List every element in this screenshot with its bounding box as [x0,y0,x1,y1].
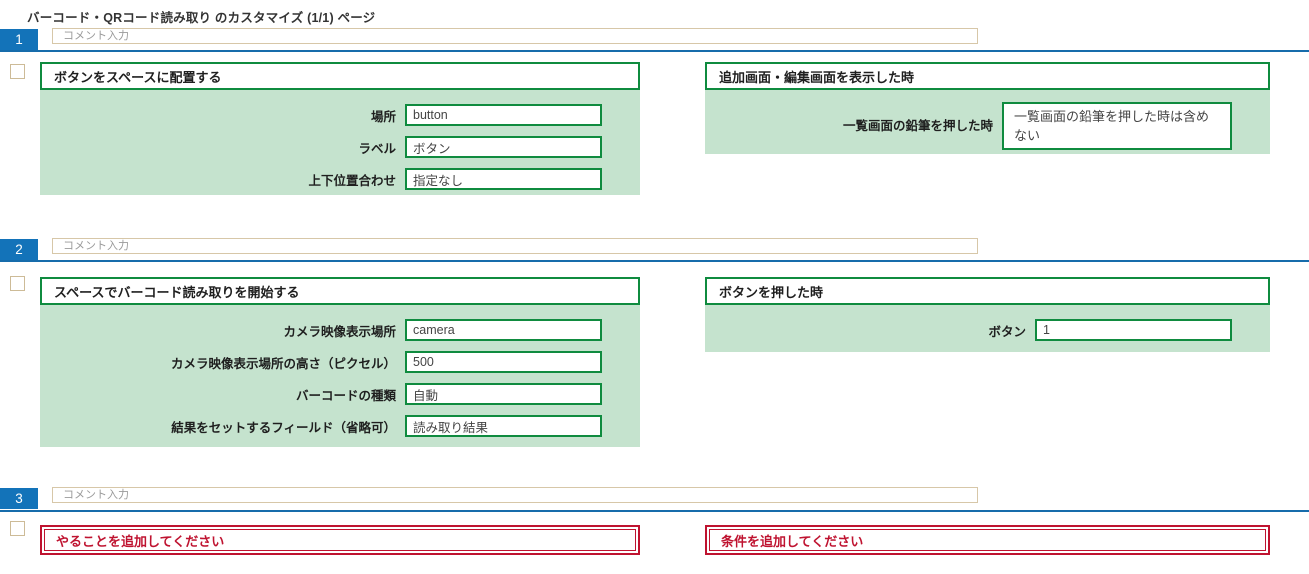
step-2-action-body: カメラ映像表示場所 カメラ映像表示場所の高さ（ピクセル） バーコードの種類 結果… [40,305,640,447]
field-row: ラベル [40,136,602,158]
step-2-condition-body: ボタン [705,305,1270,352]
step-2-condition-title: ボタンを押した時 [705,277,1270,305]
step-3-select-checkbox[interactable] [10,521,25,536]
field-row: 一覧画面の鉛筆を押した時 一覧画面の鉛筆を押した時は含めない [705,102,1232,150]
camera-space-field-input[interactable] [405,319,602,341]
field-row: ボタン [705,319,1232,341]
step-1-select-checkbox[interactable] [10,64,25,79]
field-row: カメラ映像表示場所 [40,319,602,341]
valign-field-input[interactable] [405,168,602,190]
barcode-type-field-input[interactable] [405,383,602,405]
step-1-divider [0,50,1309,52]
field-row: 結果をセットするフィールド（省略可） [40,415,602,437]
field-row: 上下位置合わせ [40,168,602,190]
field-label: 上下位置合わせ [308,173,396,188]
pencil-trigger-select[interactable]: 一覧画面の鉛筆を押した時は含めない [1002,102,1232,150]
button-number-field-input[interactable] [1035,319,1232,341]
step-2-action-title: スペースでバーコード読み取りを開始する [40,277,640,305]
step-3-comment-input[interactable] [52,487,978,503]
step-1-action-body: 場所 ラベル 上下位置合わせ [40,90,640,195]
field-label: カメラ映像表示場所 [283,324,396,339]
place-field-input[interactable] [405,104,602,126]
step-2-select-checkbox[interactable] [10,276,25,291]
page-title: バーコード・QRコード読み取り のカスタマイズ (1/1) ページ [27,11,376,25]
step-1-badge: 1 [0,29,38,50]
step-2-divider [0,260,1309,262]
result-field-input[interactable] [405,415,602,437]
step-1-condition-body: 一覧画面の鉛筆を押した時 一覧画面の鉛筆を押した時は含めない [705,90,1270,154]
field-label: ラベル [358,141,396,156]
step-3-badge: 3 [0,488,38,509]
field-row: 場所 [40,104,602,126]
step-1-comment-input[interactable] [52,28,978,44]
step-3-divider [0,510,1309,512]
field-row: バーコードの種類 [40,383,602,405]
label-field-input[interactable] [405,136,602,158]
step-1-condition-title: 追加画面・編集画面を表示した時 [705,62,1270,90]
step-1-action-title: ボタンをスペースに配置する [40,62,640,90]
field-label: カメラ映像表示場所の高さ（ピクセル） [170,356,396,371]
field-label: バーコードの種類 [295,388,396,403]
step-3-action-placeholder: やることを追加してください [40,525,640,555]
step-2-comment-input[interactable] [52,238,978,254]
field-row: カメラ映像表示場所の高さ（ピクセル） [40,351,602,373]
field-label: 一覧画面の鉛筆を押した時 [842,119,993,133]
field-label: 場所 [370,109,396,124]
field-label: 結果をセットするフィールド（省略可） [171,420,396,435]
step-3-condition-placeholder: 条件を追加してください [705,525,1270,555]
step-2-badge: 2 [0,239,38,260]
camera-height-field-input[interactable] [405,351,602,373]
field-label: ボタン [988,324,1026,339]
